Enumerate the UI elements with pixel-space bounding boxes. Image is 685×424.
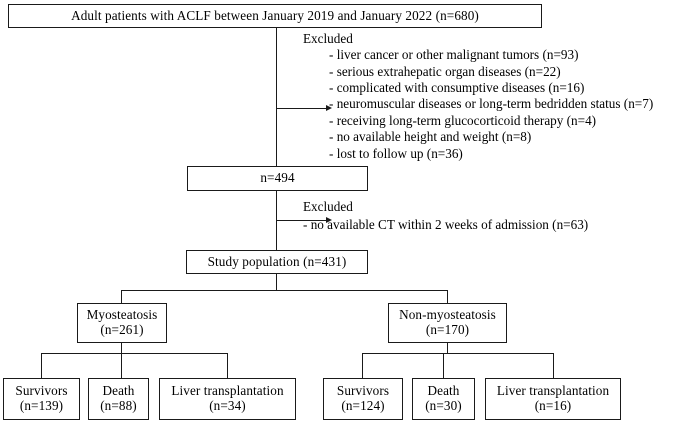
node-nonmyo-death: Death (n=30): [412, 378, 475, 420]
node-myo-transplant-label: Liver transplantation: [171, 383, 284, 399]
node-after-first-exclusion: n=494: [187, 166, 368, 191]
node-nonmyo-death-label: Death: [427, 383, 460, 399]
node-study-population: Study population (n=431): [186, 250, 368, 274]
connector-enrolled-to-n494: [276, 28, 278, 166]
connector-to-non-myosteatosis: [447, 290, 449, 303]
exclusions-2-title: Excluded: [303, 199, 353, 214]
node-myo-death: Death (n=88): [88, 378, 149, 420]
connector-myo-transplant: [227, 353, 229, 378]
connector-nonmyo-survivors: [362, 353, 364, 378]
node-enrolled-label: Adult patients with ACLF between January…: [71, 7, 479, 23]
arrow-line-exclusions-2: [276, 220, 326, 222]
node-myo-survivors-label: Survivors: [15, 383, 68, 399]
node-nonmyo-death-count: (n=30): [425, 398, 462, 413]
node-nonmyo-survivors: Survivors (n=124): [323, 378, 403, 420]
node-myo-death-count: (n=88): [100, 398, 137, 413]
connector-study-population-stem: [276, 274, 278, 291]
node-enrolled: Adult patients with ACLF between January…: [8, 4, 542, 28]
exclusions-1-title: Excluded: [303, 31, 353, 46]
node-nonmyo-survivors-count: (n=124): [341, 398, 385, 413]
node-after-first-exclusion-label: n=494: [260, 170, 295, 186]
node-myosteatosis: Myosteatosis (n=261): [77, 303, 167, 343]
connector-to-myosteatosis: [121, 290, 123, 303]
connector-non-myosteatosis-outcome-bar: [362, 353, 554, 355]
node-myosteatosis-count: (n=261): [100, 322, 144, 337]
exclusions-1-item-6: - lost to follow up (n=36): [329, 145, 463, 161]
node-nonmyo-transplant-label: Liver transplantation: [496, 383, 610, 399]
connector-non-myosteatosis-stem: [447, 343, 449, 354]
node-myo-transplant: Liver transplantation (n=34): [159, 378, 296, 420]
node-non-myosteatosis-label: Non-myosteatosis: [399, 307, 496, 323]
arrow-line-exclusions-1: [276, 108, 326, 110]
connector-myo-survivors: [41, 353, 43, 378]
node-study-population-label: Study population (n=431): [207, 253, 347, 269]
connector-myosteatosis-outcome-bar: [41, 353, 228, 355]
connector-nonmyo-death: [443, 353, 445, 378]
arrow-head-exclusions-1: [326, 104, 332, 111]
exclusions-2-item-0: - no available CT within 2 weeks of admi…: [303, 217, 589, 233]
node-myo-survivors-count: (n=139): [19, 398, 64, 413]
connector-group-split-bar: [121, 290, 448, 292]
node-non-myosteatosis-count: (n=170): [425, 322, 470, 337]
connector-myo-death: [121, 353, 123, 378]
arrow-head-exclusions-2: [326, 216, 332, 223]
exclusions-1-item-0: - liver cancer or other malignant tumors…: [329, 47, 579, 63]
node-myo-transplant-count: (n=34): [209, 398, 246, 413]
exclusions-1-block: Excluded - liver cancer or other maligna…: [303, 31, 653, 162]
exclusions-1-item-1: - serious extrahepatic organ diseases (n…: [329, 63, 561, 79]
connector-nonmyo-transplant: [553, 353, 555, 378]
exclusions-1-item-3: - neuromuscular diseases or long-term be…: [329, 96, 654, 112]
exclusions-1-item-2: - complicated with consumptive diseases …: [329, 80, 585, 96]
node-nonmyo-survivors-label: Survivors: [336, 383, 390, 399]
node-myo-survivors: Survivors (n=139): [3, 378, 80, 420]
node-non-myosteatosis: Non-myosteatosis (n=170): [388, 303, 507, 343]
exclusions-1-item-5: - no available height and weight (n=8): [329, 129, 532, 145]
node-nonmyo-transplant: Liver transplantation (n=16): [485, 378, 621, 420]
exclusions-2-block: Excluded - no available CT within 2 week…: [303, 199, 588, 234]
node-myo-death-label: Death: [102, 383, 135, 399]
node-myosteatosis-label: Myosteatosis: [86, 307, 158, 323]
exclusions-1-item-4: - receiving long-term glucocorticoid the…: [329, 112, 597, 128]
connector-myosteatosis-stem: [121, 343, 123, 354]
node-nonmyo-transplant-count: (n=16): [534, 398, 572, 413]
